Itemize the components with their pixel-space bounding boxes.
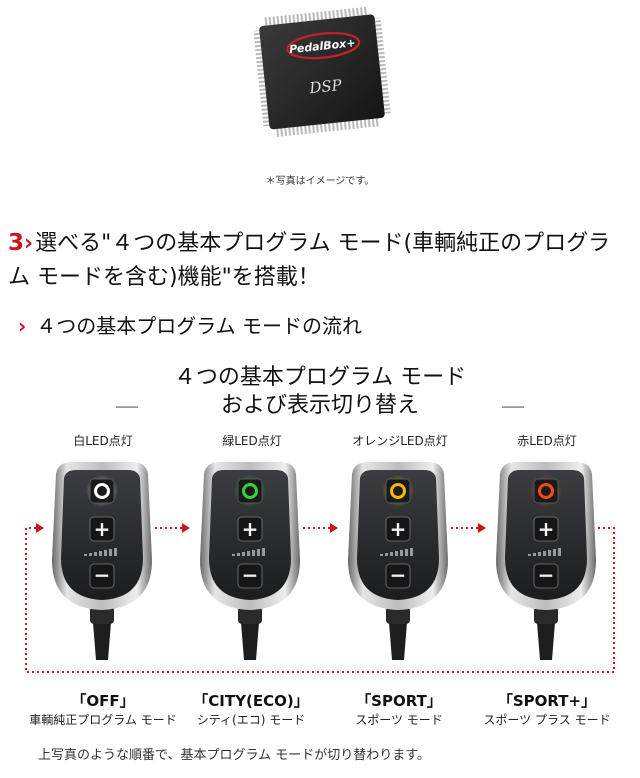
mode-name-sportplus: 「SPORT+」 <box>497 692 597 710</box>
svg-text:+: + <box>242 517 259 541</box>
arrow-head-icon <box>182 523 190 533</box>
pedalbox-controller-orange: + − <box>344 460 452 660</box>
svg-text:−: − <box>94 563 111 587</box>
mode-name-off: 「OFF」 <box>71 692 135 710</box>
svg-text:+: + <box>94 517 111 541</box>
subheading-text: ４つの基本プログラム モードの流れ <box>36 314 363 338</box>
section-heading: 3›選べる"４つの基本プログラム モード(車輌純正のプログラム モードを含む)機… <box>8 226 628 295</box>
section-number: 3 <box>8 230 25 256</box>
chevron-right-icon: › <box>24 231 34 256</box>
diagram-title: ４つの基本プログラム モード および表示切り替え <box>0 364 640 420</box>
section-heading-text: 選べる"４つの基本プログラム モード(車輌純正のプログラム モードを含む)機能"… <box>8 231 611 290</box>
mode-desc-sport: スポーツ モード <box>355 713 443 727</box>
mode-name-city: 「CITY(ECO)」 <box>193 692 309 710</box>
diagram-title-line1: ４つの基本プログラム モード <box>173 365 467 390</box>
led-label-white: 白LED点灯 <box>73 434 133 448</box>
svg-text:−: − <box>538 563 555 587</box>
arrow-head-icon <box>36 523 44 533</box>
svg-text:+: + <box>390 517 407 541</box>
led-label-green: 緑LED点灯 <box>222 434 282 448</box>
pedalbox-controller-red: + − <box>492 460 600 660</box>
title-dash-right: ＿ <box>502 386 525 411</box>
arrow-head-icon <box>330 523 338 533</box>
led-label-red: 赤LED点灯 <box>517 434 577 448</box>
arrow-head-icon <box>478 523 486 533</box>
mode-desc-sportplus: スポーツ プラス モード <box>483 713 611 727</box>
dsp-chip-image: PedalBox+ DSP <box>246 6 396 138</box>
svg-text:−: − <box>390 563 407 587</box>
pedalbox-controller-white: + − <box>48 460 156 660</box>
pedalbox-controller-green: + − <box>196 460 304 660</box>
svg-text:+: + <box>538 517 555 541</box>
svg-text:−: − <box>242 563 259 587</box>
subheading: › ４つの基本プログラム モードの流れ <box>18 310 362 339</box>
chip-dsp-text: DSP <box>308 76 344 97</box>
diagram-title-line2: および表示切り替え <box>220 393 419 418</box>
mode-desc-city: シティ(エコ) モード <box>196 713 306 727</box>
image-caption: ＊写真はイメージです。 <box>265 176 375 187</box>
footnote-text: 上写真のような順番で、基本プログラム モードが切り替わります。 <box>38 748 430 763</box>
chevron-right-icon: › <box>18 314 27 338</box>
mode-name-sport: 「SPORT」 <box>356 692 442 710</box>
led-label-orange: オレンジLED点灯 <box>352 434 448 448</box>
mode-desc-off: 車輌純正プログラム モード <box>29 713 177 727</box>
title-dash-left: ＿ <box>116 386 139 411</box>
